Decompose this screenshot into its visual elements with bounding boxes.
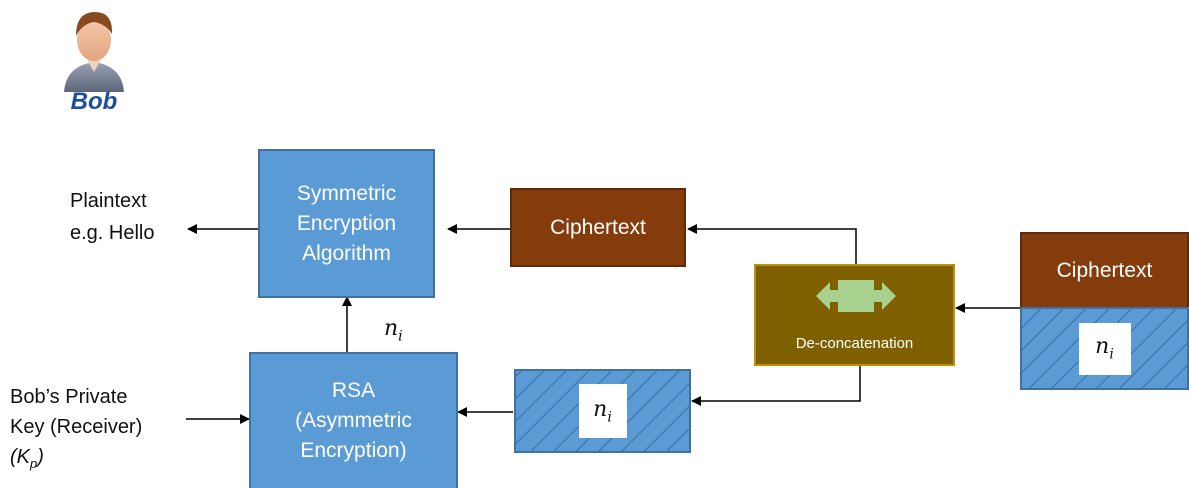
private-key-label: Bob’s Private Key (Receiver) (Kp) [10,382,142,479]
bob-avatar: Bob [54,0,134,122]
symmetric-encryption-box: Symmetric Encryption Algorithm [258,149,435,298]
nonce-label: ni [578,384,627,438]
ciphertext-box: Ciphertext [510,188,686,267]
input-ciphertext-box: Ciphertext [1020,232,1189,309]
deconcatenation-box: De-concatenation [754,264,955,366]
plaintext-label: Plaintext e.g. Hello [70,190,155,244]
arrow-deconcat-to-nonce [691,365,861,406]
nonce-arrow-label: ni [384,316,403,345]
private-key-symbol: (Kp) [10,446,44,471]
input-nonce-label: ni [1078,322,1131,375]
bob-name: Bob [70,88,118,115]
person-icon [62,12,126,122]
nonce-block: ni [514,369,691,453]
split-arrow-icon [816,280,896,312]
input-nonce-block: ni [1020,307,1189,390]
deconcat-label: De-concatenation [795,335,914,352]
rsa-box: RSA (Asymmetric Encryption) [249,352,458,488]
arrow-deconcat-to-ciphertext [687,224,857,264]
